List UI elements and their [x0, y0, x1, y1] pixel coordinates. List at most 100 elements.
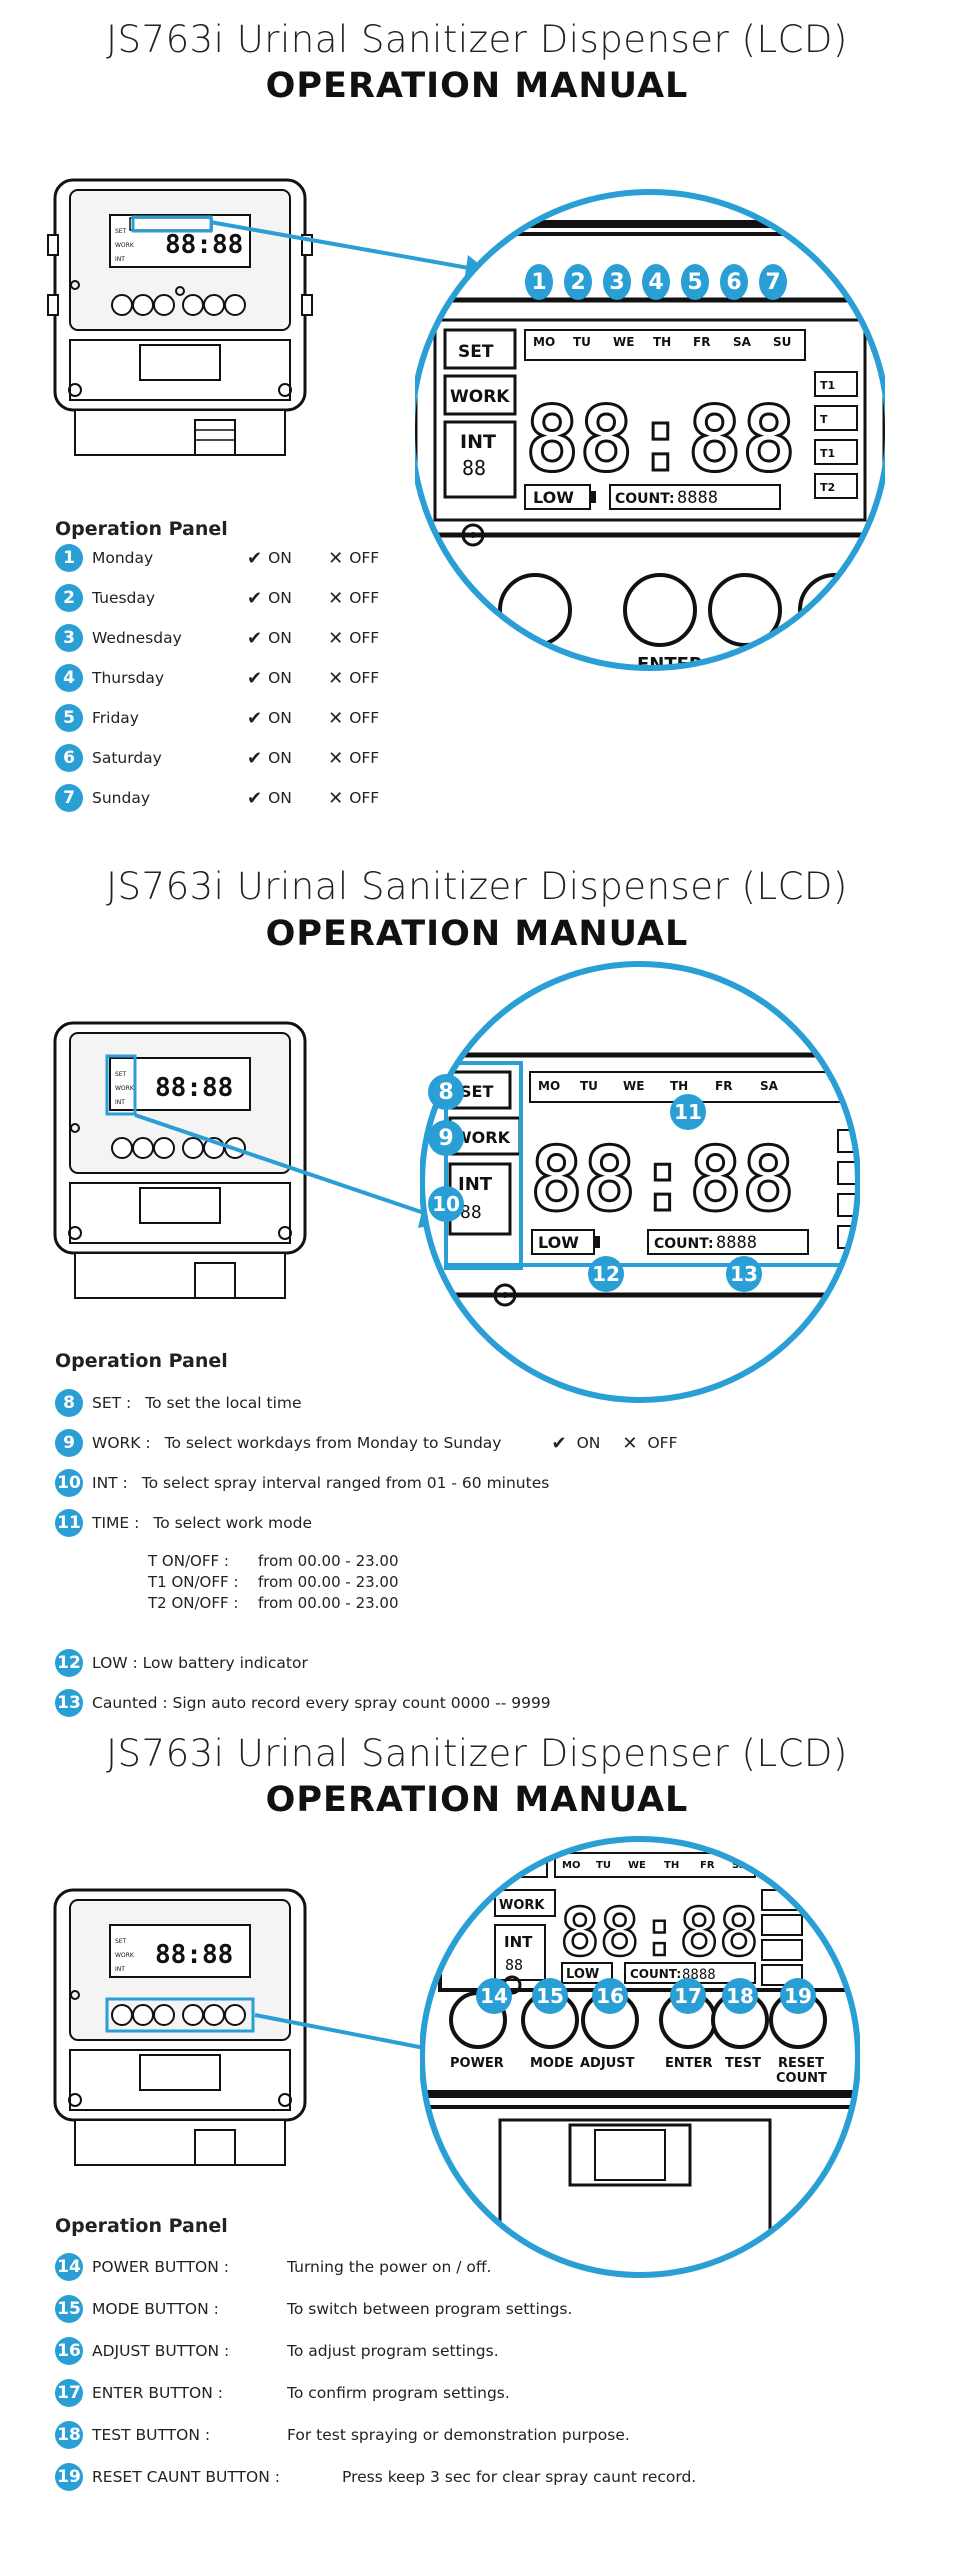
section-buttons: JS763i Urinal Sanitizer Dispenser (LCD) …	[0, 1710, 954, 2560]
svg-text:COUNT: COUNT	[776, 2071, 827, 2086]
page-title: JS763i Urinal Sanitizer Dispenser (LCD)	[106, 18, 848, 61]
check-icon: ✔	[247, 747, 263, 769]
svg-text:FR: FR	[700, 1860, 715, 1871]
svg-text:T1: T1	[820, 379, 835, 392]
svg-text:8888: 8888	[716, 1233, 757, 1253]
on-label: ON	[268, 749, 292, 767]
svg-text:LOW: LOW	[538, 1233, 579, 1252]
svg-text:INT: INT	[115, 1099, 125, 1106]
svg-text:88:88: 88:88	[155, 1073, 233, 1103]
svg-text:88:88: 88:88	[560, 1894, 759, 1971]
svg-text:WE: WE	[613, 335, 634, 349]
check-icon: ✔	[247, 587, 263, 609]
svg-text:SET: SET	[115, 228, 127, 235]
indicator-label: TIME :	[92, 1514, 140, 1532]
day-number-badge: 4	[55, 664, 83, 692]
page-subtitle: OPERATION MANUAL	[265, 1780, 689, 1820]
time-mode-range: from 00.00 - 23.00	[258, 1573, 399, 1591]
on-label: ON	[268, 709, 292, 727]
off-label: OFF	[647, 1434, 678, 1452]
badge-7: 7	[759, 264, 787, 300]
device-illustration: 88:88 SET WORK INT	[53, 1021, 307, 1299]
svg-text:LOW: LOW	[533, 488, 574, 507]
svg-text:SA: SA	[733, 335, 752, 349]
time-mode-row: T1 ON/OFF :from 00.00 - 23.00	[148, 1573, 399, 1591]
indicator-desc: To set the local time	[145, 1394, 302, 1412]
day-number-badge: 7	[55, 784, 83, 812]
page-subtitle: OPERATION MANUAL	[265, 66, 689, 106]
svg-text:SET: SET	[115, 1071, 127, 1078]
badge-2: 2	[564, 264, 592, 300]
device-illustration: 88:88 SET WORK INT	[47, 178, 313, 456]
day-name: Monday	[92, 549, 154, 567]
svg-text:WORK: WORK	[115, 1085, 135, 1092]
svg-text:T1: T1	[820, 447, 835, 460]
button-number-badge: 18	[55, 2421, 83, 2449]
time-mode-name: T ON/OFF :	[148, 1552, 229, 1570]
button-number-badge: 17	[55, 2379, 83, 2407]
badge-17: 17	[670, 1978, 706, 2014]
button-badges: 14 15 16 17 18 19	[476, 1978, 856, 2018]
svg-text:WORK: WORK	[499, 1898, 545, 1913]
day-badges: 1 2 3 4 5 6 7	[525, 264, 787, 300]
page-title: JS763i Urinal Sanitizer Dispenser (LCD)	[106, 865, 848, 908]
cross-icon: ✕	[328, 627, 344, 649]
svg-text:WORK: WORK	[450, 387, 510, 407]
button-name: TEST BUTTON :	[92, 2426, 211, 2444]
svg-text:88: 88	[505, 1956, 523, 1974]
button-name: ENTER BUTTON :	[92, 2384, 223, 2402]
panel-heading: Operation Panel	[55, 2215, 228, 2237]
badge-3: 3	[603, 264, 631, 300]
day-number-badge: 1	[55, 544, 83, 572]
on-label: ON	[576, 1434, 601, 1452]
day-name: Thursday	[92, 669, 165, 687]
badge-5: 5	[681, 264, 709, 300]
svg-text:T2: T2	[820, 481, 835, 494]
day-number-badge: 6	[55, 744, 83, 772]
time-mode-range: from 00.00 - 23.00	[258, 1594, 399, 1612]
off-label: OFF	[349, 589, 380, 607]
check-icon: ✔	[247, 627, 263, 649]
panel-heading: Operation Panel	[55, 518, 228, 540]
cross-icon: ✕	[328, 747, 344, 769]
svg-text:INT: INT	[458, 1174, 493, 1195]
cross-icon: ✕	[328, 547, 344, 569]
button-desc: To adjust program settings.	[287, 2342, 499, 2360]
svg-text:WE: WE	[628, 1860, 646, 1871]
button-name: ADJUST BUTTON :	[92, 2342, 230, 2360]
badge-12: 12	[588, 1256, 624, 1292]
day-name: Wednesday	[92, 629, 182, 647]
svg-text:MO: MO	[562, 1860, 580, 1871]
on-label: ON	[268, 589, 292, 607]
svg-text:88:88: 88:88	[155, 1940, 233, 1970]
off-label: OFF	[349, 789, 380, 807]
svg-text:MODE: MODE	[530, 2056, 574, 2071]
button-number-badge: 14	[55, 2253, 83, 2281]
off-label: OFF	[349, 549, 380, 567]
cross-icon: ✕	[622, 1432, 638, 1454]
on-label: ON	[268, 669, 292, 687]
off-label: OFF	[349, 669, 380, 687]
svg-text:88:88: 88:88	[525, 387, 796, 492]
check-icon: ✔	[247, 667, 263, 689]
indicator-label: WORK :	[92, 1434, 151, 1452]
button-number-badge: 19	[55, 2463, 83, 2491]
svg-text:COUNT:: COUNT:	[615, 491, 675, 507]
button-desc: Press keep 3 sec for clear spray caunt r…	[342, 2468, 697, 2486]
svg-text:COUNT:: COUNT:	[654, 1236, 714, 1252]
button-name: POWER BUTTON :	[92, 2258, 229, 2276]
badge-19: 19	[780, 1978, 816, 2014]
svg-text:88: 88	[462, 456, 486, 480]
